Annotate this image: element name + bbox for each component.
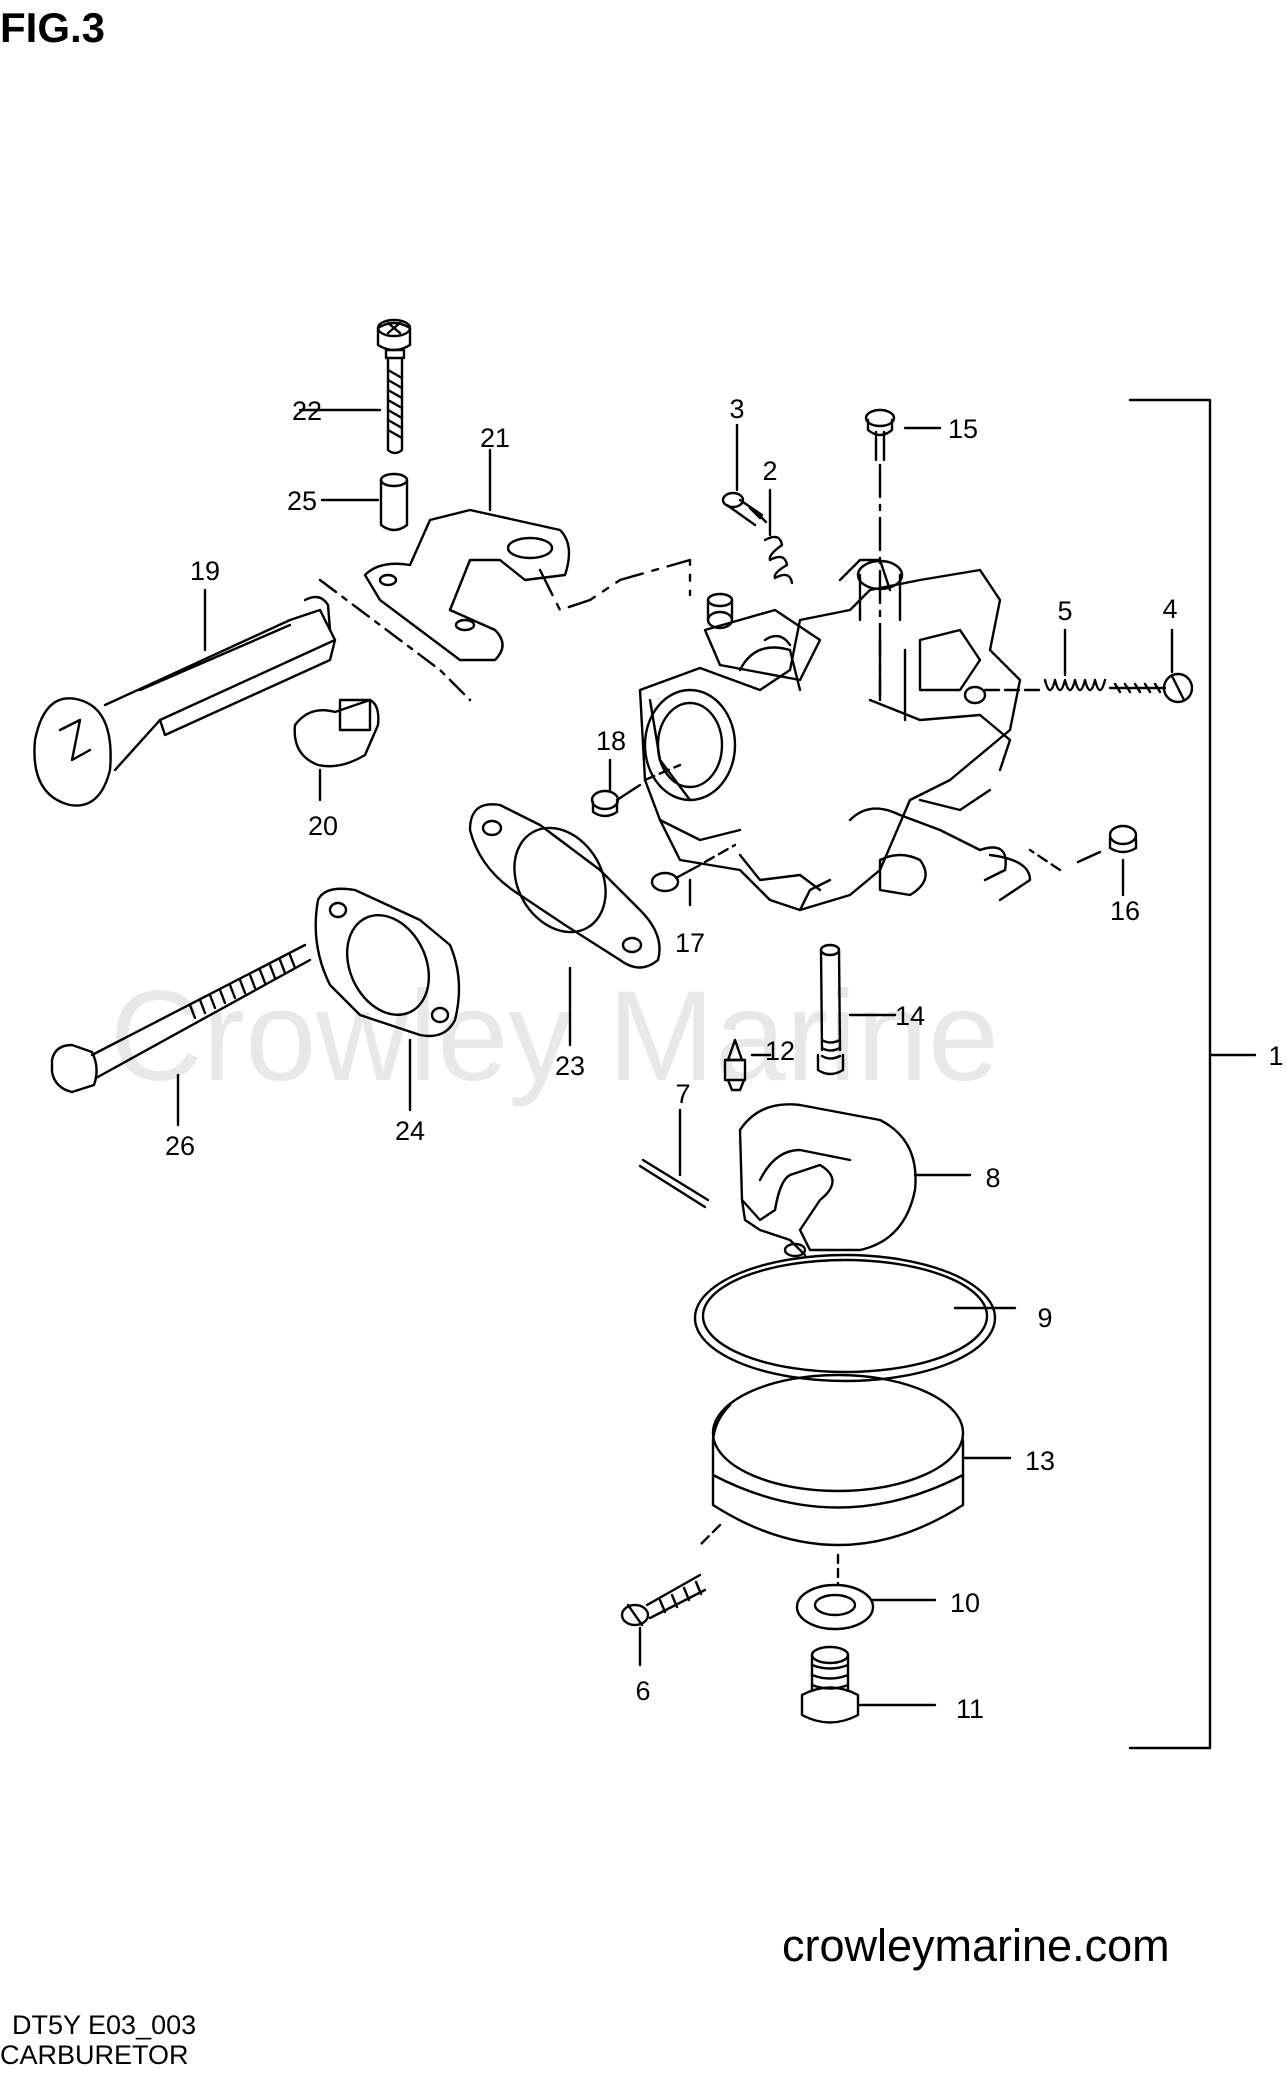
callout-19: 19 bbox=[190, 556, 220, 586]
part-14-nozzle bbox=[816, 943, 897, 1076]
callout-16: 16 bbox=[1110, 896, 1140, 926]
callout-26: 26 bbox=[165, 1131, 195, 1161]
callout-17: 17 bbox=[675, 928, 705, 958]
callout-21: 21 bbox=[480, 423, 510, 453]
part-25-collar bbox=[320, 472, 409, 532]
callout-11: 11 bbox=[956, 1694, 984, 1724]
part-23-gasket bbox=[468, 803, 661, 1047]
part-6-screw bbox=[620, 1573, 707, 1667]
part-24-insulator bbox=[314, 887, 461, 1112]
part-5-spring bbox=[983, 628, 1107, 692]
callout-10: 10 bbox=[950, 1588, 980, 1618]
part-16-screw bbox=[1028, 824, 1138, 897]
part-12-needle bbox=[723, 1038, 772, 1092]
part-8-float bbox=[738, 1103, 972, 1258]
callout-24: 24 bbox=[395, 1116, 425, 1146]
website-label: crowleymarine.com bbox=[782, 1920, 1170, 1971]
part-9-ring bbox=[693, 1253, 1017, 1383]
callout-3: 3 bbox=[729, 394, 744, 424]
part-19-choke-knob bbox=[33, 578, 472, 807]
callout-22: 22 bbox=[292, 396, 322, 426]
callout-1: 1 bbox=[1268, 1041, 1283, 1071]
callout-23: 23 bbox=[555, 1051, 585, 1081]
part-7-pin bbox=[638, 1108, 710, 1209]
part-17-screw bbox=[650, 843, 737, 907]
callout-5: 5 bbox=[1057, 596, 1072, 626]
part-3-screw bbox=[721, 423, 768, 527]
part-21-bracket bbox=[363, 448, 692, 662]
callout-18: 18 bbox=[596, 726, 626, 756]
part-20-grommet bbox=[293, 698, 380, 802]
callout-15: 15 bbox=[948, 414, 978, 444]
callout-2: 2 bbox=[762, 456, 777, 486]
callout-13: 13 bbox=[1025, 1446, 1055, 1476]
part-15-screw bbox=[864, 408, 942, 697]
callout-12: 12 bbox=[765, 1036, 795, 1066]
part-4-screw bbox=[1108, 628, 1194, 704]
callout-20: 20 bbox=[308, 811, 338, 841]
part-10-washer bbox=[795, 1583, 937, 1631]
callout-labels: 1 2 3 4 5 6 7 8 9 10 11 12 13 14 15 16 1… bbox=[165, 394, 1284, 1724]
callout-8: 8 bbox=[985, 1163, 1000, 1193]
assembly-bracket bbox=[1128, 398, 1257, 1750]
part-22-bolt bbox=[298, 318, 412, 455]
section-name: CARBURETOR bbox=[0, 2040, 189, 2070]
part-18-screw bbox=[590, 758, 682, 818]
carburetor-body bbox=[638, 558, 1032, 912]
part-13-chamber bbox=[698, 1373, 1012, 1587]
callout-7: 7 bbox=[675, 1079, 690, 1109]
part-11-bolt bbox=[800, 1645, 937, 1724]
callout-25: 25 bbox=[287, 486, 317, 516]
callout-14: 14 bbox=[895, 1001, 925, 1031]
part-2-spring bbox=[763, 488, 794, 585]
figure-title: FIG.3 bbox=[0, 4, 106, 51]
callout-9: 9 bbox=[1037, 1303, 1052, 1333]
part-26-long-bolt bbox=[50, 943, 312, 1127]
callout-4: 4 bbox=[1162, 594, 1177, 624]
model-code: DT5Y E03_003 bbox=[12, 2010, 197, 2040]
callout-6: 6 bbox=[635, 1676, 650, 1706]
